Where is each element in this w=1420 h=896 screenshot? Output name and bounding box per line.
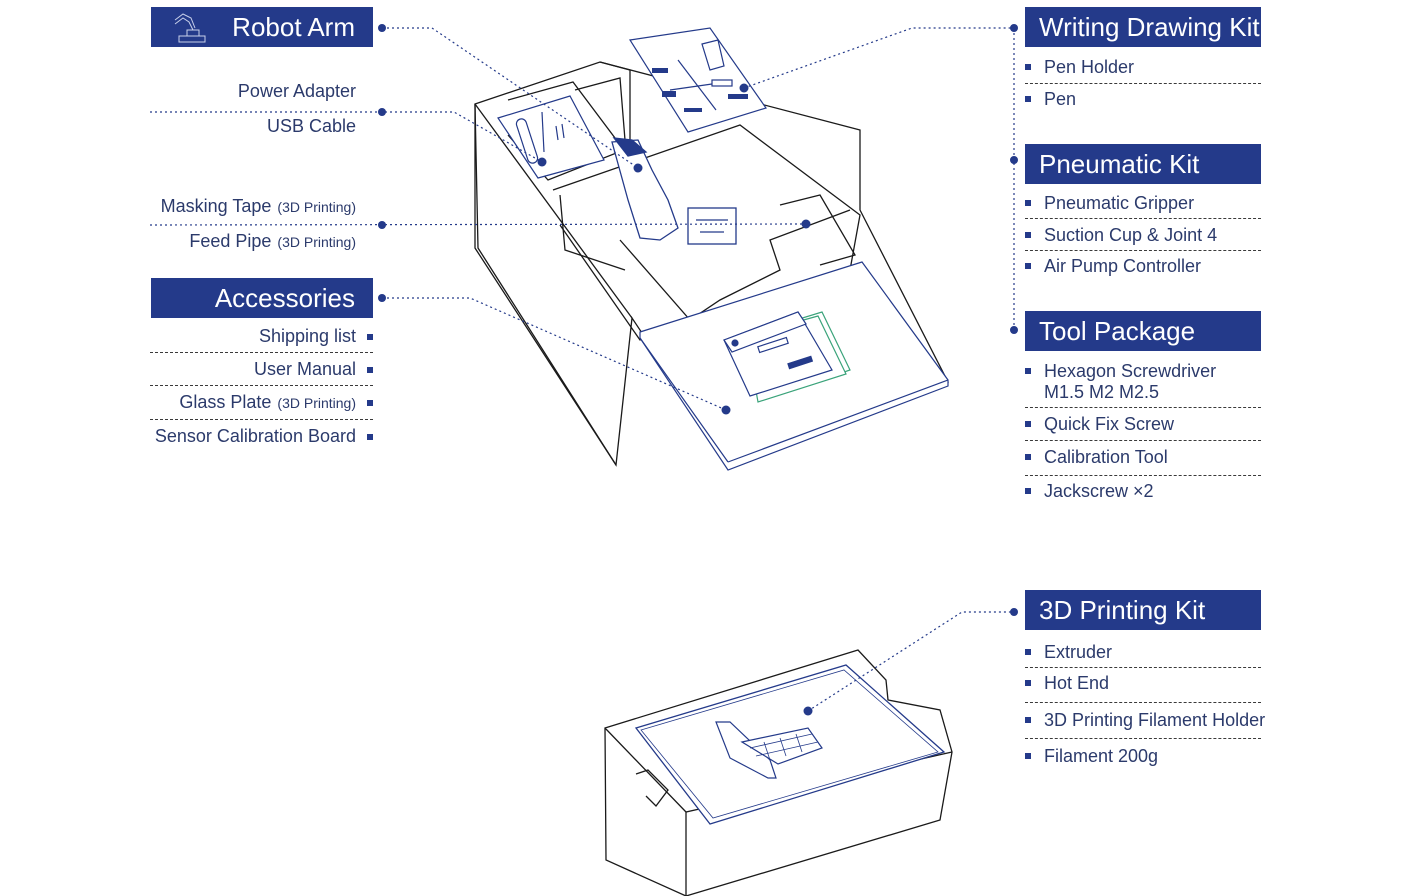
divider [150, 419, 373, 420]
kit-item: Pen [1044, 89, 1077, 109]
accessory-item: Glass Plate(3D Printing) [179, 392, 356, 412]
kit-item: Jackscrew ×2 [1044, 481, 1154, 501]
kit-item: Quick Fix Screw [1044, 414, 1175, 434]
bullet-icon [1025, 454, 1031, 460]
bullet-icon [1025, 200, 1031, 206]
marker-printing-kit [803, 706, 813, 716]
divider [1025, 667, 1261, 668]
divider [1025, 250, 1261, 251]
robot-arm-title: Robot Arm [232, 11, 355, 42]
bullet-icon [1025, 717, 1031, 723]
bullet-icon [367, 367, 373, 373]
accessories-title: Accessories [214, 282, 355, 313]
printing-box-illustration [604, 649, 953, 896]
connector-lines [149, 27, 1015, 712]
connector-dot-printing-kit [1010, 608, 1018, 616]
marker-printing-parts [801, 219, 811, 229]
usb-cable-label: USB Cable [266, 116, 356, 136]
accessory-item: Sensor Calibration Board [154, 426, 356, 446]
bullet-icon [1025, 64, 1031, 70]
marker-cables [537, 157, 547, 167]
bullet-icon [1025, 263, 1031, 269]
kit-item: Filament 200g [1044, 746, 1159, 766]
connector-dot-cables [378, 108, 386, 116]
feed-pipe-label: Feed Pipe(3D Printing) [189, 231, 356, 251]
kit-item: Suction Cup & Joint 4 [1044, 225, 1218, 245]
bullet-icon [367, 400, 373, 406]
bullet-icon [1025, 488, 1031, 494]
robot-arm-header: Robot Arm [151, 7, 373, 47]
kit-item: Hexagon Screwdriver [1044, 361, 1217, 381]
divider [1025, 407, 1261, 408]
kit-item-detail: M1.5 M2 M2.5 [1044, 382, 1160, 402]
divider [1025, 83, 1261, 84]
bullet-icon [1025, 421, 1031, 427]
writing-kit-tray-illustration [629, 27, 767, 133]
bullet-icon [1025, 680, 1031, 686]
kit-item: 3D Printing Filament Holder [1044, 710, 1266, 730]
connector-dots [378, 24, 1018, 716]
accessory-item: User Manual [253, 359, 356, 379]
connector-dot-robot-arm [378, 24, 386, 32]
connector-dot-printing-parts [378, 221, 386, 229]
bullet-icon [1025, 649, 1031, 655]
marker-robot-arm [633, 163, 643, 173]
connector-dot-accessories [378, 294, 386, 302]
bullet-icon [1025, 368, 1031, 374]
power-adapter-label: Power Adapter [237, 81, 356, 101]
writing-drawing-kit-header: Writing Drawing Kit [1025, 7, 1261, 47]
divider [1025, 440, 1261, 441]
divider [150, 385, 373, 386]
robot-arm-illustration [611, 137, 737, 245]
kit-item: Pneumatic Gripper [1044, 193, 1195, 213]
kit-item: Air Pump Controller [1044, 256, 1202, 276]
cable-tray-illustration [497, 95, 605, 179]
kit-item: Extruder [1044, 642, 1113, 662]
kit-item: Hot End [1044, 673, 1110, 693]
tool-package-header: Tool Package [1025, 311, 1261, 351]
kit-item: Calibration Tool [1044, 447, 1168, 467]
bullet-icon [367, 434, 373, 440]
robot-arm-icon [174, 13, 206, 43]
bullet-icon [1025, 753, 1031, 759]
marker-accessories [721, 405, 731, 415]
connector-dot-writing-kit [1010, 24, 1018, 32]
manual-drawer-illustration [639, 261, 949, 471]
bullet-icon [1025, 96, 1031, 102]
accessory-item: Shipping list [258, 326, 356, 346]
divider [1025, 475, 1261, 476]
marker-writing-kit [739, 83, 749, 93]
divider [150, 352, 373, 353]
divider [1025, 738, 1261, 739]
kit-item: Pen Holder [1044, 57, 1135, 77]
bullet-icon [1025, 232, 1031, 238]
connector-dot-tool-package [1010, 326, 1018, 334]
accessories-header: Accessories [151, 278, 373, 318]
masking-tape-label: Masking Tape(3D Printing) [160, 196, 356, 216]
divider [1025, 218, 1261, 219]
bullet-icon [367, 334, 373, 340]
pneumatic-kit-header: Pneumatic Kit [1025, 144, 1261, 184]
printing-kit-header: 3D Printing Kit [1025, 590, 1261, 630]
connector-dot-pneumatic-kit [1010, 156, 1018, 164]
divider [1025, 702, 1261, 703]
filament-holder-illustration [715, 721, 823, 779]
